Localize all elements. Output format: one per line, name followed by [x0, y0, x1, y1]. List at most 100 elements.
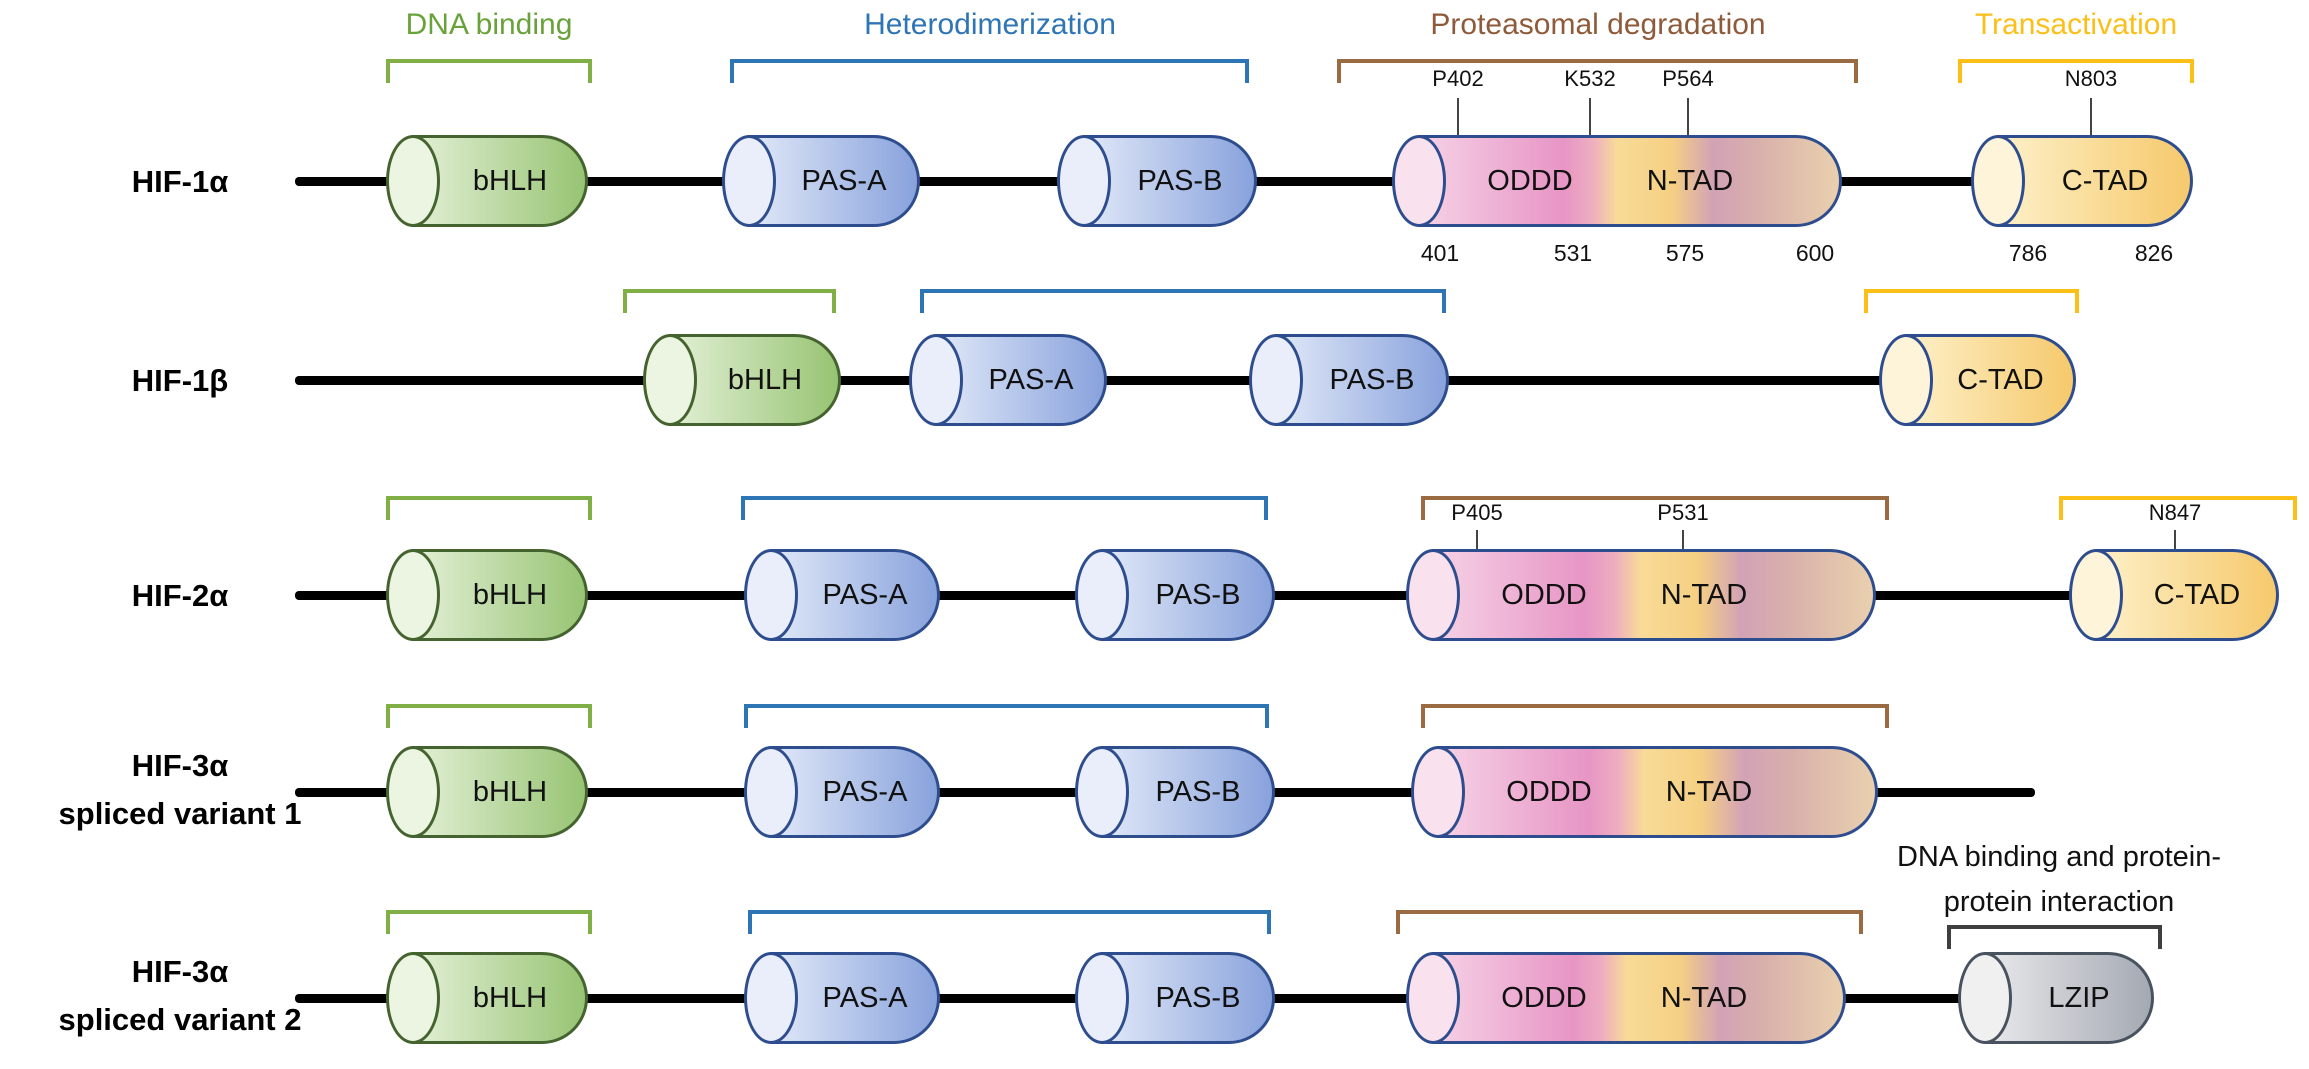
bracket-transactivation-hif1a	[1958, 59, 2194, 83]
cylinder-cap	[386, 952, 440, 1044]
cylinder-cap	[744, 952, 798, 1044]
domain-label-ntad: N-TAD	[1660, 578, 1748, 611]
row-label-hif2a: HIF-2α	[131, 578, 229, 613]
row-label-line1: HIF-3α	[131, 748, 229, 783]
cylinder-cap	[1879, 334, 1933, 426]
domain-label-ctad: C-TAD	[2061, 164, 2149, 197]
row-label-line2: spliced variant 2	[58, 1002, 302, 1038]
cylinder-cap	[1392, 135, 1446, 227]
cylinder-body	[412, 952, 588, 1044]
header-heterodimerization: Heterodimerization	[864, 8, 1116, 41]
bracket-heterodimerization-hif1b	[920, 289, 1446, 313]
residue-tick-p564	[1687, 98, 1689, 135]
position-575: 575	[1665, 240, 1705, 266]
cylinder-cap	[386, 135, 440, 227]
domain-pasb-hif1a: PAS-B	[1057, 135, 1257, 227]
residue-label-k532: K532	[1564, 66, 1616, 91]
lzip-annotation-line1: DNA binding and protein-	[1896, 841, 2222, 873]
domain-label-ntad: N-TAD	[1660, 981, 1748, 1014]
row-label-hif1a: HIF-1α	[131, 164, 229, 199]
position-600: 600	[1795, 240, 1835, 266]
domain-label-pasa: PAS-A	[822, 578, 908, 611]
domain-label-oddd: ODDD	[1501, 981, 1587, 1014]
domain-label-pasb: PAS-B	[1155, 775, 1241, 808]
cylinder-body	[1997, 135, 2193, 227]
backbone-hif2a	[295, 591, 2275, 600]
domain-bhlh-hif3a-v2: bHLH	[386, 952, 588, 1044]
position-786: 786	[2008, 240, 2048, 266]
residue-label-p402: P402	[1432, 66, 1484, 91]
row-label-line2: spliced variant 1	[58, 796, 302, 832]
bracket-dna-binding-hif1b	[623, 289, 836, 313]
row-label-hif1b: HIF-1β	[131, 363, 229, 398]
cylinder-cap	[909, 334, 963, 426]
cylinder-body	[412, 135, 588, 227]
row-label-hif3a-v1: HIF-3α spliced variant 1	[25, 742, 335, 838]
header-proteasomal-degradation: Proteasomal degradation	[1430, 8, 1766, 41]
cylinder-body	[1432, 549, 1876, 641]
header-transactivation: Transactivation	[1974, 8, 2178, 41]
cylinder-cap	[1406, 952, 1460, 1044]
domain-label-bhlh: bHLH	[472, 164, 548, 197]
residue-label-p564: P564	[1662, 66, 1714, 91]
domain-label-oddd: ODDD	[1506, 775, 1592, 808]
cylinder-cap	[1249, 334, 1303, 426]
bracket-proteasomal-hif3a-v2	[1396, 910, 1863, 934]
domain-label-bhlh: bHLH	[472, 578, 548, 611]
cylinder-body	[935, 334, 1107, 426]
domain-label-pasb: PAS-B	[1155, 981, 1241, 1014]
residue-label-p531: P531	[1657, 500, 1709, 525]
domain-label-bhlh: bHLH	[472, 775, 548, 808]
domain-label-oddd: ODDD	[1487, 164, 1573, 197]
domain-bhlh-hif1b: bHLH	[643, 334, 841, 426]
domain-pasb-hif2a: PAS-B	[1075, 549, 1275, 641]
cylinder-cap	[1057, 135, 1111, 227]
cylinder-body	[412, 549, 588, 641]
bracket-heterodimerization-hif2a	[741, 496, 1268, 520]
domain-oddd-ntad-hif2a: ODDD N-TAD	[1406, 549, 1876, 641]
cylinder-cap	[1075, 746, 1129, 838]
cylinder-cap	[2069, 549, 2123, 641]
domain-label-ntad: N-TAD	[1646, 164, 1734, 197]
domain-bhlh-hif1a: bHLH	[386, 135, 588, 227]
lzip-annotation: DNA binding and protein- protein interac…	[1897, 835, 2221, 925]
domain-label-bhlh: bHLH	[727, 363, 803, 396]
bracket-heterodimerization-hif3a-v1	[744, 704, 1269, 728]
domain-ctad-hif2a: C-TAD	[2069, 549, 2279, 641]
cylinder-cap	[744, 549, 798, 641]
cylinder-body	[669, 334, 841, 426]
cylinder-body	[1418, 135, 1842, 227]
domain-pasb-hif1b: PAS-B	[1249, 334, 1449, 426]
header-dna-binding: DNA binding	[405, 8, 573, 41]
bracket-dna-binding-hif3a-v2	[386, 910, 592, 934]
residue-tick-p531	[1682, 530, 1684, 549]
domain-label-pasb: PAS-B	[1329, 363, 1415, 396]
lzip-annotation-line2: protein interaction	[1943, 885, 2175, 918]
cylinder-cap	[722, 135, 776, 227]
domain-pasa-hif1a: PAS-A	[722, 135, 920, 227]
domain-label-ctad: C-TAD	[1957, 363, 2044, 396]
cylinder-body	[1083, 135, 1257, 227]
cylinder-cap	[386, 746, 440, 838]
residue-label-n847: N847	[2148, 500, 2202, 525]
domain-label-pasa: PAS-A	[822, 775, 908, 808]
domain-label-oddd: ODDD	[1501, 578, 1587, 611]
residue-tick-n847	[2174, 530, 2176, 549]
domain-label-ctad: C-TAD	[2153, 578, 2241, 611]
bracket-dna-binding-hif2a	[386, 496, 592, 520]
residue-tick-n803	[2090, 98, 2092, 135]
residue-tick-k532	[1589, 98, 1591, 135]
bracket-heterodimerization-hif1a	[730, 59, 1249, 83]
backbone-hif1b	[295, 376, 2070, 385]
cylinder-body	[770, 746, 940, 838]
bracket-transactivation-hif1b	[1864, 289, 2079, 313]
domain-oddd-ntad-hif3a-v2: ODDD N-TAD	[1406, 952, 1846, 1044]
domain-lzip-hif3a-v2: LZIP	[1958, 952, 2154, 1044]
bracket-dna-binding-hif3a-v1	[386, 704, 592, 728]
cylinder-body	[770, 549, 940, 641]
bracket-proteasomal-hif1a	[1337, 59, 1858, 83]
position-401: 401	[1420, 240, 1460, 266]
row-label-line1: HIF-3α	[131, 954, 229, 989]
cylinder-body	[1101, 952, 1275, 1044]
